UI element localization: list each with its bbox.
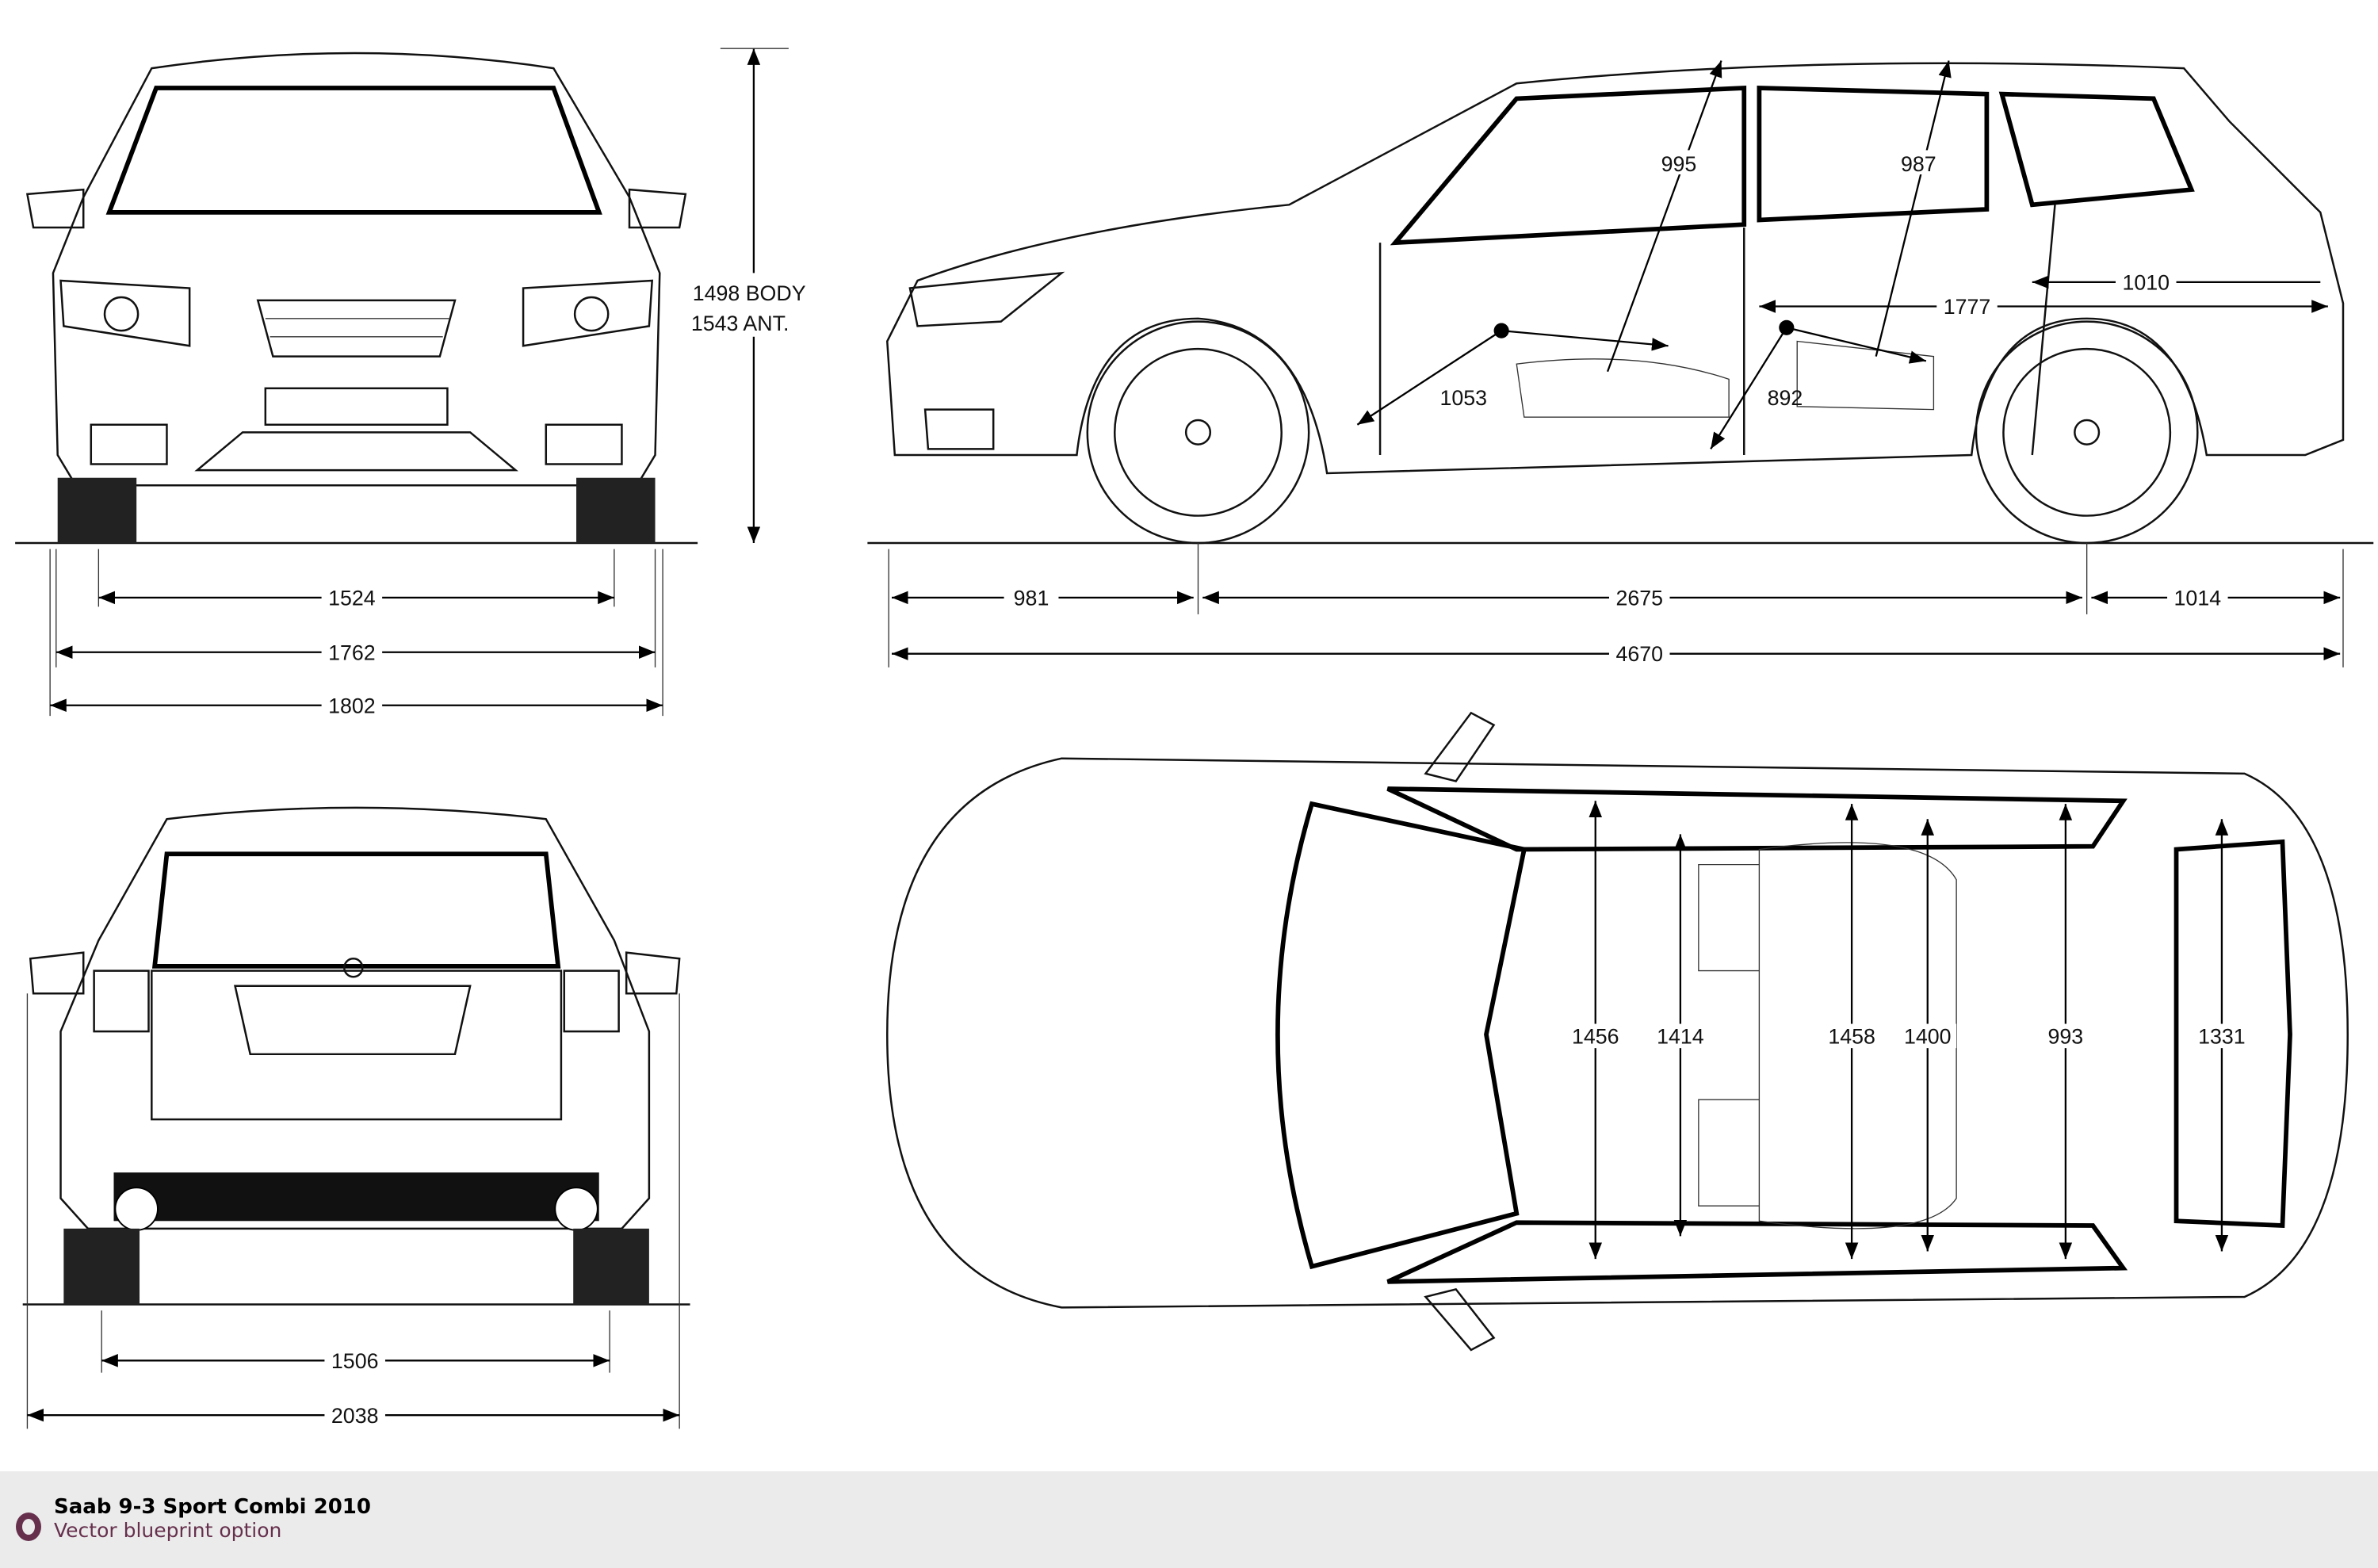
front-headroom-label: 995 xyxy=(1661,152,1697,176)
cargo-length-label: 1010 xyxy=(2122,270,2170,294)
front-hip-label: 1414 xyxy=(1657,1024,1704,1048)
body-width-label: 1762 xyxy=(328,641,376,664)
rear-hip-label: 1400 xyxy=(1904,1024,1952,1048)
rear-headroom-label: 987 xyxy=(1901,152,1936,176)
cargo-length-folded-label: 1777 xyxy=(1944,295,1991,319)
height-body-label: 1498 BODY xyxy=(693,281,806,305)
front-body-outline xyxy=(52,52,661,487)
mirrors-top xyxy=(1424,711,1496,1352)
rear-body-outline xyxy=(59,806,651,1230)
width-mirrors-label: 1802 xyxy=(328,694,376,717)
headlight xyxy=(908,271,1065,327)
blueprint-title: Saab 9-3 Sport Combi 2010 xyxy=(54,1495,371,1519)
tailgate-glass xyxy=(2173,839,2292,1229)
front-shoulder-label: 1456 xyxy=(1572,1024,1619,1048)
height-antenna-label: 1543 ANT. xyxy=(691,312,789,335)
front-wheel xyxy=(1086,320,1310,545)
headlights xyxy=(59,279,654,347)
top-view: 1456 1414 1458 1400 993 1331 xyxy=(886,711,2349,1352)
grille xyxy=(256,299,457,358)
rear-view: 1506 2038 xyxy=(22,806,690,1429)
side-windows-top xyxy=(1386,786,2128,1284)
front-right-tire xyxy=(576,477,656,543)
rear-overhang-label: 1014 xyxy=(2174,586,2222,610)
windshield xyxy=(105,86,602,215)
rear-window xyxy=(151,851,561,969)
side-body-outline xyxy=(885,62,2345,475)
rear-track-label: 1506 xyxy=(331,1349,379,1373)
overall-length-label: 4670 xyxy=(1615,642,1663,666)
front-legroom-label: 1053 xyxy=(1440,386,1488,410)
front-track-label: 1524 xyxy=(328,586,376,610)
top-body-outline xyxy=(886,757,2349,1309)
footer-caption: Saab 9-3 Sport Combi 2010 Vector bluepri… xyxy=(0,1471,2378,1568)
mirrors xyxy=(25,188,687,229)
cargo-width-label: 1331 xyxy=(2198,1024,2246,1048)
side-view: 995 987 1010 1777 1053 892 981 2675 1014… xyxy=(867,60,2374,667)
blueprint-subtitle: Vector blueprint option xyxy=(54,1519,282,1542)
bullet-ring-icon xyxy=(16,1513,41,1541)
rear-right-tire xyxy=(573,1228,649,1305)
blueprint-drawing: 1498 BODY 1543 ANT. 1524 1762 1802 xyxy=(15,48,2374,1429)
front-left-tire xyxy=(57,477,137,543)
windshield-top xyxy=(1275,801,1527,1270)
wheelbase-label: 2675 xyxy=(1615,586,1663,610)
front-overhang-label: 981 xyxy=(1014,586,1049,610)
width-mirrors-open-label: 2038 xyxy=(331,1404,379,1428)
rear-windows xyxy=(1757,86,2195,223)
rear-bumper-diffuser xyxy=(113,1172,599,1222)
rear-wheel xyxy=(1975,320,2199,545)
front-view: 1498 BODY 1543 ANT. 1524 1762 1802 xyxy=(15,48,806,717)
taillights xyxy=(93,969,620,1033)
rear-shoulder-label: 1458 xyxy=(1828,1024,1875,1048)
rear-left-tire xyxy=(63,1228,140,1305)
rear-legroom-label: 892 xyxy=(1768,386,1803,410)
cargo-width-between-arches-label: 993 xyxy=(2048,1024,2084,1048)
front-window xyxy=(1390,85,1747,246)
